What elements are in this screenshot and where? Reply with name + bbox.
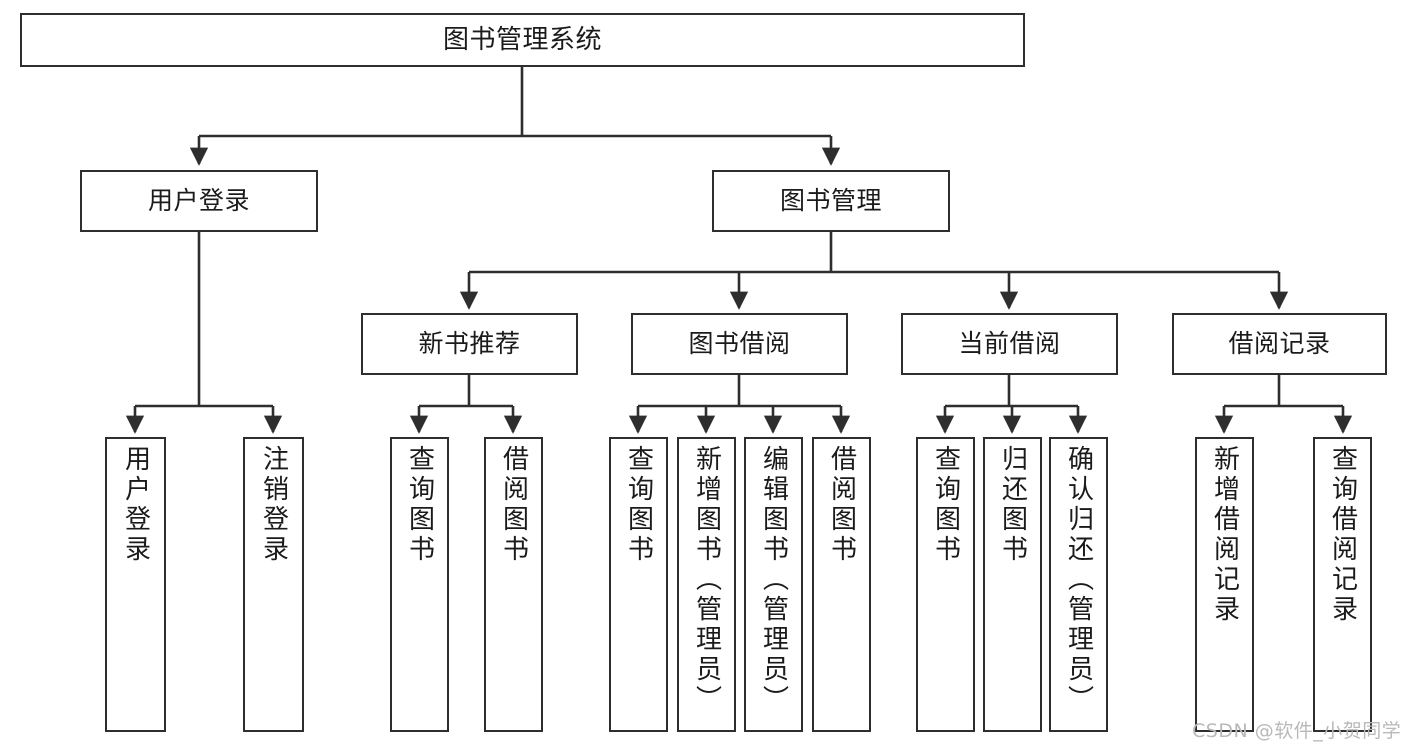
node-label: 编辑图书（管理员） xyxy=(758,445,789,715)
node-leaf-query-book-recommend[interactable]: 查询图书 xyxy=(390,437,449,732)
node-label: 查询图书 xyxy=(930,445,961,565)
node-user-login[interactable]: 用户登录 xyxy=(80,170,318,232)
node-current-borrow[interactable]: 当前借阅 xyxy=(901,313,1118,375)
node-label: 用户登录 xyxy=(147,186,250,216)
node-label: 图书借阅 xyxy=(688,329,791,359)
node-leaf-add-book-admin[interactable]: 新增图书（管理员） xyxy=(677,437,736,732)
node-leaf-edit-book-admin[interactable]: 编辑图书（管理员） xyxy=(744,437,803,732)
node-label: 新书推荐 xyxy=(418,329,521,359)
node-label: 借阅图书 xyxy=(498,445,529,565)
node-label: 借阅图书 xyxy=(826,445,857,565)
node-leaf-borrow-book-recommend[interactable]: 借阅图书 xyxy=(484,437,543,732)
node-label: 查询图书 xyxy=(623,445,654,565)
node-leaf-query-book[interactable]: 查询图书 xyxy=(609,437,668,732)
node-label: 注销登录 xyxy=(258,445,289,565)
node-book-management[interactable]: 图书管理 xyxy=(712,170,950,232)
csdn-watermark: CSDN @软件_小贺同学 xyxy=(1192,720,1402,742)
node-book-borrow[interactable]: 图书借阅 xyxy=(631,313,848,375)
node-book-management-system[interactable]: 图书管理系统 xyxy=(20,13,1025,67)
node-label: 查询图书 xyxy=(404,445,435,565)
node-leaf-return-book[interactable]: 归还图书 xyxy=(983,437,1042,732)
node-label: 查询借阅记录 xyxy=(1327,445,1358,625)
node-leaf-borrow-book[interactable]: 借阅图书 xyxy=(812,437,871,732)
node-label: 新增图书（管理员） xyxy=(691,445,722,715)
node-label: 借阅记录 xyxy=(1228,329,1331,359)
node-label: 图书管理 xyxy=(779,186,882,216)
node-label: 当前借阅 xyxy=(958,329,1061,359)
node-leaf-query-borrow-record[interactable]: 查询借阅记录 xyxy=(1313,437,1372,732)
node-label: 图书管理系统 xyxy=(442,24,602,55)
node-label: 用户登录 xyxy=(120,445,151,565)
node-leaf-query-book-current[interactable]: 查询图书 xyxy=(916,437,975,732)
node-leaf-user-login[interactable]: 用户登录 xyxy=(105,437,166,732)
node-leaf-confirm-return-admin[interactable]: 确认归还（管理员） xyxy=(1049,437,1108,732)
node-label: 归还图书 xyxy=(997,445,1028,565)
node-label: 确认归还（管理员） xyxy=(1063,445,1094,715)
node-leaf-logout[interactable]: 注销登录 xyxy=(243,437,304,732)
node-new-book-recommend[interactable]: 新书推荐 xyxy=(361,313,578,375)
node-borrow-record[interactable]: 借阅记录 xyxy=(1172,313,1387,375)
node-label: 新增借阅记录 xyxy=(1209,445,1240,625)
node-leaf-add-borrow-record[interactable]: 新增借阅记录 xyxy=(1195,437,1254,732)
